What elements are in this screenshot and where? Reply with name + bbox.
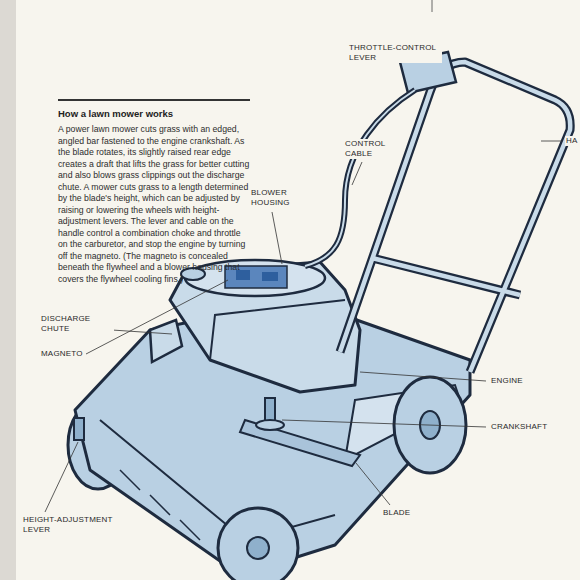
control-cable (305, 90, 415, 266)
engine-edge (210, 300, 345, 360)
part-label: CRANKSHAFT (490, 422, 548, 432)
height-lever (74, 418, 84, 440)
blade-hub (256, 420, 284, 430)
blade (240, 420, 360, 466)
part-label: HA (565, 136, 579, 146)
page-margin (0, 0, 16, 580)
heading: How a lawn mower works (58, 108, 250, 120)
part-label: BLOWER HOUSING (250, 188, 306, 208)
handle (340, 62, 570, 372)
part-label: HEIGHT-ADJUSTMENT LEVER (22, 515, 120, 535)
discharge-chute (150, 320, 182, 362)
part-label: MAGNETO (40, 349, 84, 359)
wheel-hub (247, 537, 269, 559)
handle-outline (340, 62, 570, 372)
part-label: BLADE (382, 508, 411, 518)
control-cable-outline (305, 90, 415, 266)
magneto-coil (262, 272, 278, 281)
page-rule (432, 0, 433, 12)
part-label: THROTTLE-CONTROL LEVER (348, 43, 442, 63)
body-text: A power lawn mower cuts grass with an ed… (58, 124, 250, 285)
part-label: DISCHARGE CHUTE (40, 314, 114, 334)
part-label: CONTROL CABLE (344, 139, 398, 159)
leader-lines (45, 58, 562, 512)
wheel (218, 508, 298, 580)
part-label: ENGINE (490, 376, 524, 386)
deck-ribs (120, 470, 200, 540)
heading-rule (58, 99, 250, 101)
